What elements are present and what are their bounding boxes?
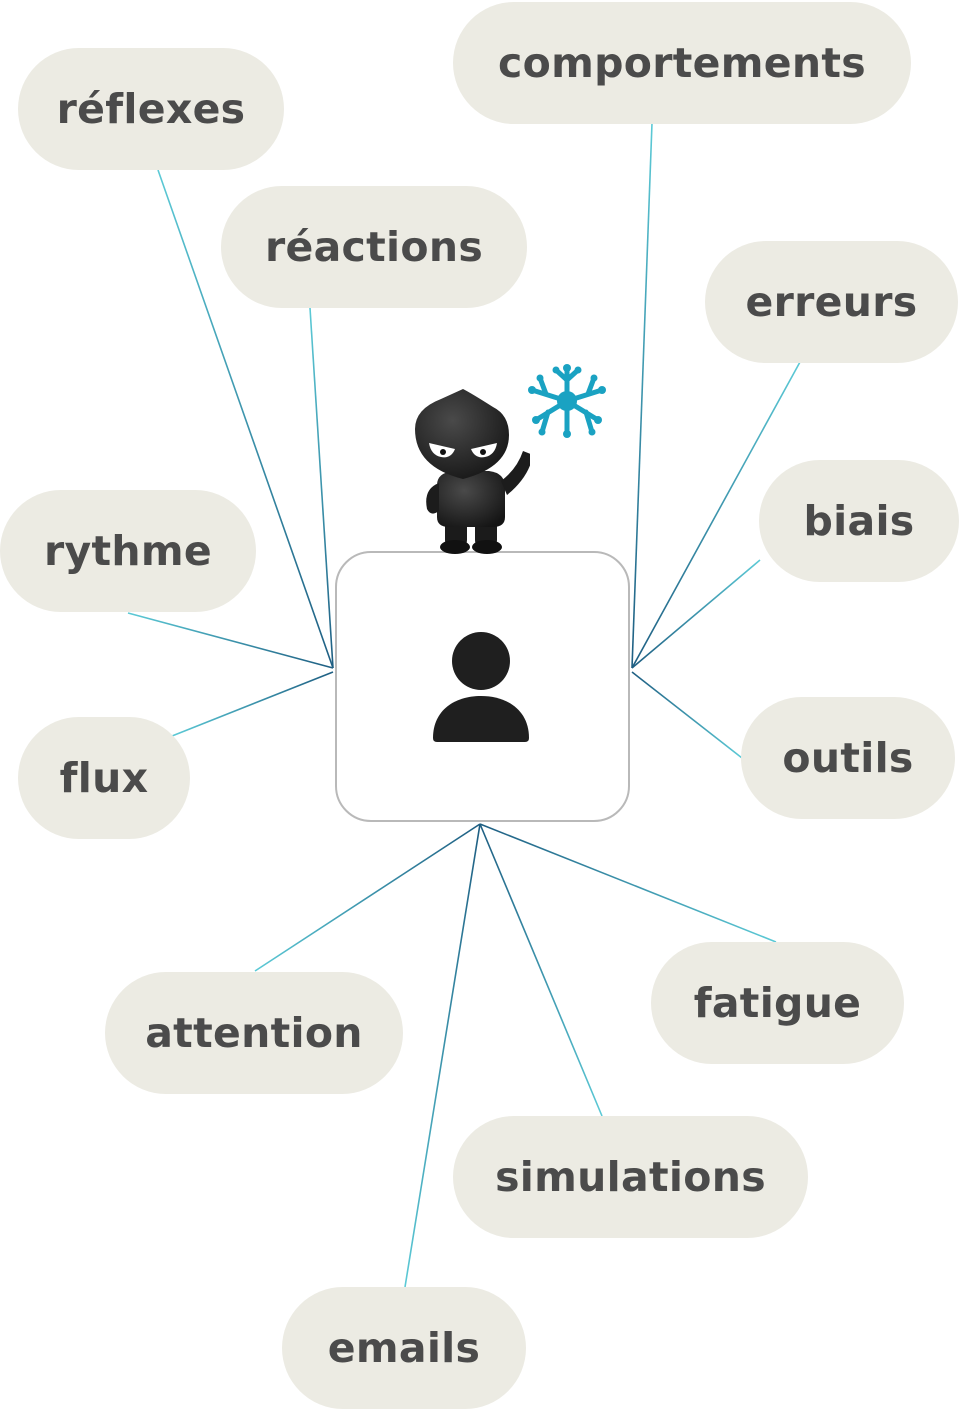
concept-flux: flux: [18, 717, 190, 839]
concept-reactions: réactions: [221, 186, 527, 308]
concept-outils: outils: [741, 697, 955, 819]
line-simulations: [479, 823, 603, 1117]
line-reactions: [309, 307, 334, 669]
concept-attention: attention: [105, 972, 403, 1094]
shield-mascot-icon: [415, 389, 530, 554]
concept-simulations: simulations: [453, 1116, 808, 1238]
line-outils: [631, 671, 743, 759]
line-emails: [404, 823, 481, 1288]
line-attention: [254, 823, 481, 972]
concept-rythme: rythme: [0, 490, 256, 612]
user-icon: [433, 632, 529, 742]
line-erreurs: [631, 361, 801, 669]
line-biais: [631, 559, 761, 669]
concept-reflexes: réflexes: [18, 48, 284, 170]
line-fatigue: [479, 823, 777, 943]
line-rythme: [127, 612, 334, 669]
line-reflexes: [157, 169, 334, 669]
line-comportements: [631, 122, 653, 669]
neuron-icon: [528, 364, 606, 438]
line-flux: [171, 671, 334, 737]
concept-biais: biais: [759, 460, 959, 582]
concept-fatigue: fatigue: [651, 942, 904, 1064]
concept-erreurs: erreurs: [705, 241, 958, 363]
concept-emails: emails: [282, 1287, 526, 1409]
concept-comportements: comportements: [453, 2, 911, 124]
